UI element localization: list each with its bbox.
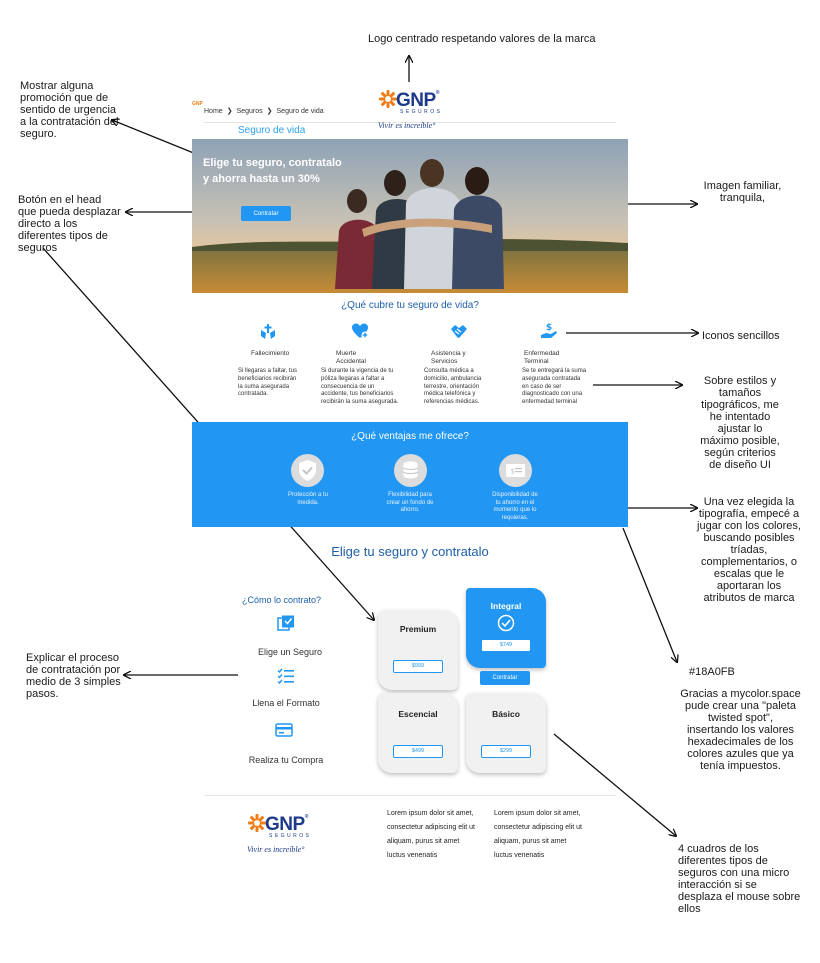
coverage-desc: Se te entregará la suma asegurada contra… [522,368,587,406]
step-label: Realiza tu Compra [248,755,324,765]
note-head-button: Botón en el head que pueda desplazar dir… [18,194,121,254]
coverage-label: Enfermedad Terminal [524,350,560,365]
brand-tagline: Vivir es increíble° [378,121,436,130]
coverage-label: Muerte Accidental [336,350,366,365]
plan-price[interactable]: $499 [393,745,443,758]
svg-text:$: $ [546,323,552,333]
plan-name: Escencial [398,709,438,719]
breadcrumb-current: Seguro de vida [276,107,324,115]
advantage-text: Protección a tu medida. [287,492,329,506]
note-icons: Iconos sencillos [702,330,780,342]
breadcrumb: Home ❯ Seguros ❯ Seguro de vida [204,107,324,116]
hero-contratar-button[interactable]: Contratar [241,206,291,221]
check-circle-icon [497,614,515,632]
select-checkbox-icon [277,615,294,631]
plan-name: Premium [399,624,437,634]
heart-plus-icon [352,323,369,339]
plan-price[interactable]: $299 [481,745,531,758]
plan-price[interactable]: $999 [393,660,443,673]
brand-subtitle: SEGUROS [269,833,312,839]
note-image: Imagen familiar, tranquila, [703,180,782,204]
page-mockup: GNP Home ❯ Seguros ❯ Seguro de vida GNP®… [192,85,628,905]
plan-card-integral[interactable]: Integral $749 [466,588,546,668]
advantage-text: Disponibilidad de tu ahorro en el moment… [492,492,538,521]
coins-icon [403,461,418,479]
note-logo: Logo centrado respetando valores de la m… [368,33,596,45]
note-palette: Gracias a mycolor.space pude crear una "… [680,688,801,772]
shield-check-icon [299,460,316,481]
choose-title: Elige tu seguro y contratalo [331,544,489,559]
coverage-desc: Consulta médica a domicilio, ambulancia … [424,368,482,406]
plan-contratar-button[interactable]: Contratar [480,671,530,685]
arrow-hex [622,527,677,662]
chevron-right-icon: ❯ [266,108,273,115]
how-title: ¿Cómo lo contrato? [242,595,322,605]
note-process: Explicar el proceso de contratación por … [26,652,121,700]
coverage-label: Fallecimiento [251,350,290,357]
hands-cross-icon [261,324,275,339]
svg-text:$: $ [511,468,515,476]
hand-money-icon: $ [541,323,557,338]
plan-name: Básico [492,709,520,719]
brand-subtitle: SEGUROS [400,109,443,115]
hero-banner: Elige tu seguro, contratalo y ahorra has… [192,139,628,293]
advantage-text: Flexibilidad para crear un fondo de ahor… [386,492,434,513]
brand-logo[interactable]: GNP® SEGUROS Vivir es increíble° [378,89,448,135]
coverage-label: Asistencia y Servicios [431,350,466,365]
credit-card-icon [275,723,293,737]
bill-icon: $ [506,464,525,477]
header-divider [204,122,616,123]
coverage-desc: Si durante la vigencia de tu póliza lleg… [321,368,399,406]
note-colors: Una vez elegida la tipografía, empecé a … [697,496,801,604]
note-cards: 4 cuadros de los diferentes tipos de seg… [678,843,801,915]
hero-title: Elige tu seguro, contratalo y ahorra has… [203,157,342,185]
brand-name: GNP® [265,814,308,835]
brand-star-icon [248,814,266,832]
plan-name: Integral [490,601,522,611]
note-hex: #18A0FB [689,666,735,678]
coverage-title: ¿Qué cubre tu seguro de vida? [341,300,479,311]
note-promo: Mostrar alguna promoción que de sentido … [20,80,119,140]
footer-text-col1: Lorem ipsum dolor sit amet, consectetur … [387,810,475,859]
advantage-circle [291,454,324,487]
step-label: Elige un Seguro [257,647,323,657]
chevron-right-icon: ❯ [226,108,233,115]
footer-divider [204,795,616,796]
brand-tagline: Vivir es increíble° [247,845,305,854]
coverage-desc: Si llegaras a faltar, tus beneficiarios … [238,368,298,398]
breadcrumb-home[interactable]: Home [204,107,223,115]
advantage-circle [394,454,427,487]
checklist-icon [277,668,294,684]
hero-family-image [192,139,628,293]
handshake-icon [451,325,467,338]
plan-card-basico[interactable]: Básico $299 [466,693,546,773]
footer-logo[interactable]: GNP® SEGUROS Vivir es increíble° [247,813,317,859]
plan-card-escencial[interactable]: Escencial $499 [378,693,458,773]
page-title: Seguro de vida [238,125,306,136]
note-typography: Sobre estilos y tamaños tipográficos, me… [700,375,780,471]
small-logo: GNP [192,101,203,107]
plan-price[interactable]: $749 [481,639,531,652]
step-label: Llena el Formato [252,698,320,708]
advantages-section: ¿Qué ventajas me ofrece? Protección a tu… [192,422,628,527]
brand-name: GNP® [396,90,439,111]
footer-text-col2: Lorem ipsum dolor sit amet, consectetur … [494,810,582,859]
advantages-title: ¿Qué ventajas me ofrece? [351,431,469,442]
breadcrumb-seguros[interactable]: Seguros [236,107,263,115]
brand-star-icon [379,90,397,108]
advantage-circle: $ [499,454,532,487]
plan-card-premium[interactable]: Premium $999 [378,610,458,690]
